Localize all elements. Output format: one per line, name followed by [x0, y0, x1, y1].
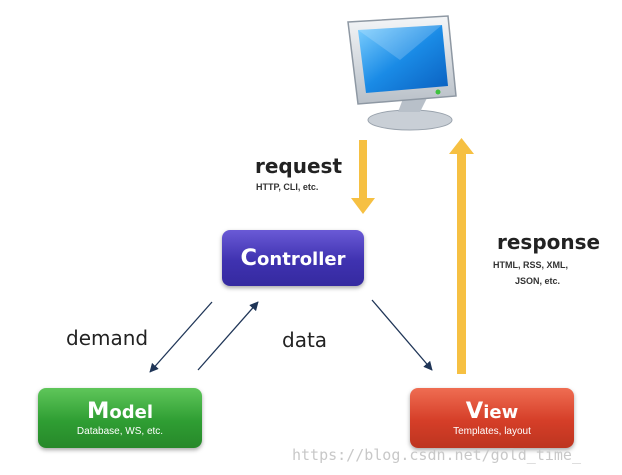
request-arrow	[351, 140, 375, 214]
request-label: request	[255, 154, 343, 178]
view-box: View Templates, layout	[410, 388, 574, 448]
request-sublabel: HTTP, CLI, etc.	[256, 182, 319, 192]
watermark: https://blog.csdn.net/gold_time_	[292, 446, 581, 464]
response-arrow	[449, 138, 474, 374]
controller-title: Controller	[240, 245, 346, 271]
controller-box: Controller	[222, 230, 364, 286]
data-arrow-to-controller	[197, 301, 259, 371]
model-subtitle: Database, WS, etc.	[76, 426, 164, 437]
response-label: response	[497, 230, 601, 254]
view-subtitle: Templates, layout	[453, 426, 531, 437]
model-title: Model	[86, 398, 154, 424]
computer-monitor-icon	[347, 15, 457, 131]
demand-arrow	[149, 301, 213, 373]
data-label: data	[282, 328, 328, 352]
response-sublabel-line-1: HTML, RSS, XML,	[493, 260, 568, 270]
model-box: Model Database, WS, etc.	[38, 388, 202, 448]
response-sublabel-line-2: JSON, etc.	[515, 276, 561, 286]
demand-label: demand	[66, 326, 149, 350]
view-title: View	[465, 398, 519, 424]
render-arrow-to-view	[371, 299, 433, 371]
